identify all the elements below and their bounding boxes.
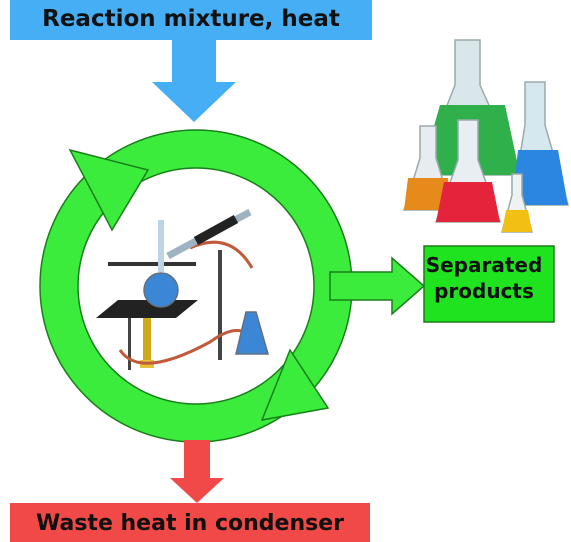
waste-arrow <box>170 440 224 503</box>
input-label: Reaction mixture, heat <box>42 6 340 32</box>
output-label-line2: products <box>434 279 534 303</box>
colored-flasks-icon <box>402 39 569 233</box>
input-arrow <box>152 40 236 122</box>
waste-banner <box>10 503 370 542</box>
cycle-arrowhead-bottom <box>260 348 330 421</box>
cycle-arrowhead-top <box>68 148 150 232</box>
output-box <box>423 245 555 323</box>
output-label-line1: Separated <box>425 253 543 277</box>
waste-label: Waste heat in condenser <box>36 511 344 536</box>
input-banner <box>10 0 372 40</box>
distillation-apparatus-icon <box>96 208 269 370</box>
output-arrow <box>329 256 426 316</box>
